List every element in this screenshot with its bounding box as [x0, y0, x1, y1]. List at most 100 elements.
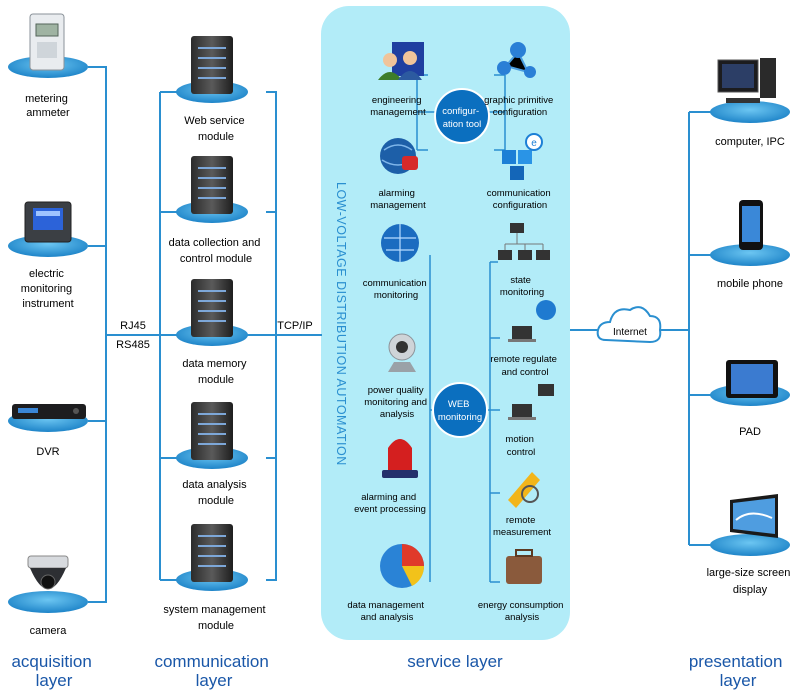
- svg-text:alarming and event pro: alarming and event processing: [354, 492, 426, 515]
- network-ie-icon: e: [502, 133, 543, 180]
- cloud-icon: [596, 306, 662, 344]
- module-data-memory: data memory module: [176, 279, 249, 386]
- screen-icon: [730, 494, 778, 538]
- siren-icon: [382, 439, 418, 478]
- communication-layer-label: communication layer: [154, 652, 273, 690]
- laptop-globe-icon: [508, 300, 556, 342]
- service-graphic-primitive-configuration: graphic primitive configuration: [484, 42, 556, 118]
- svg-text:data management and an: data management and analysis: [347, 600, 426, 623]
- internet-label: Internet: [613, 327, 647, 338]
- ruler-pencil-icon: [508, 472, 540, 508]
- globe-network-icon: [381, 224, 419, 262]
- molecule-icon: [497, 42, 536, 78]
- device-label: large-size screen display: [707, 567, 794, 596]
- server-icon: [191, 279, 233, 337]
- svg-text:alarming management: alarming management: [370, 188, 426, 211]
- web-monitoring-hub: WEB monitoring: [432, 382, 488, 438]
- service-alarming-event-processing: alarming and event processing: [354, 439, 426, 515]
- service-power-quality-monitoring: power quality monitoring and analysis: [364, 333, 430, 420]
- computer-icon: [717, 58, 776, 103]
- svg-text:energy consumption ana: energy consumption analysis: [478, 600, 566, 623]
- svg-text:power quality monitori: power quality monitoring and analysis: [364, 385, 430, 420]
- platform-pad: [8, 591, 88, 613]
- device-electric-monitoring-instrument: electric monitoring instrument: [8, 201, 88, 310]
- service-layer: LOW-VOLTAGE DISTRIBUTION AUTOMATION conf…: [334, 42, 566, 671]
- device-label: mobile phone: [717, 278, 783, 290]
- svg-text:e: e: [531, 138, 537, 149]
- service-engineering-management: engineering management: [370, 42, 426, 118]
- service-energy-consumption-analysis: energy consumption analysis: [478, 549, 566, 623]
- module-web-service: Web service module: [176, 36, 248, 143]
- service-motion-control: motion control: [505, 384, 554, 458]
- device-label: PAD: [739, 426, 761, 438]
- connection-lines: [88, 66, 712, 603]
- device-label: DVR: [36, 446, 59, 458]
- device-metering-ammeter: metering ammeter: [8, 13, 88, 119]
- device-dvr: DVR: [8, 404, 88, 458]
- people-icon: [378, 42, 424, 80]
- device-computer-ipc: computer, IPC: [710, 58, 790, 148]
- acquisition-layer: metering ammeter electric monitoring ins…: [8, 13, 96, 690]
- camera-icon: [27, 555, 69, 590]
- service-state-monitoring: state monitoring: [498, 223, 550, 298]
- rj45-label: RJ45: [120, 320, 146, 332]
- module-label: data analysis module: [182, 479, 249, 507]
- device-camera: camera: [8, 555, 88, 637]
- laptop-monitor-icon: [508, 384, 554, 420]
- service-remote-measurement: remote measurement: [493, 472, 551, 538]
- svg-text:engineering management: engineering management: [370, 95, 426, 118]
- briefcase-icon: [506, 549, 542, 584]
- service-data-management-analysis: data management and analysis: [347, 544, 426, 623]
- module-label: data memory module: [182, 358, 249, 386]
- acquisition-layer-label: acquisition layer: [11, 652, 96, 690]
- platform-pad: [710, 101, 790, 123]
- svg-text:communication monitori: communication monitoring: [363, 278, 430, 301]
- rs485-label: RS485: [116, 339, 150, 351]
- platform-pad: [710, 534, 790, 556]
- tablet-icon: [726, 360, 778, 398]
- device-mobile-phone: mobile phone: [710, 200, 790, 290]
- device-label: metering ammeter: [25, 93, 71, 119]
- phone-icon: [739, 200, 763, 250]
- dvr-icon: [12, 404, 86, 419]
- server-icon: [191, 156, 233, 214]
- server-icon: [191, 524, 233, 582]
- module-data-analysis: data analysis module: [176, 402, 249, 507]
- module-label: Web service module: [184, 115, 247, 143]
- internet-cloud: Internet: [596, 306, 662, 344]
- device-large-screen: large-size screen display: [707, 494, 794, 596]
- module-data-collection: data collection and control module: [169, 156, 264, 265]
- svg-text:remote measurement: remote measurement: [493, 515, 551, 538]
- vertical-title: LOW-VOLTAGE DISTRIBUTION AUTOMATION: [334, 182, 348, 466]
- globe-alarm-icon: [380, 138, 418, 174]
- svg-text:WEB monitoring: WEB monitoring: [438, 399, 482, 423]
- svg-text:remote regulate and co: remote regulate and control: [490, 354, 559, 378]
- service-layer-label: service layer: [407, 652, 503, 671]
- device-pad: PAD: [710, 360, 790, 438]
- service-alarming-management: alarming management: [370, 138, 426, 211]
- webcam-icon: [388, 333, 416, 372]
- pie-chart-icon: [380, 544, 425, 588]
- svg-text:state monitoring: state monitoring: [500, 275, 544, 298]
- server-icon: [191, 402, 233, 460]
- monitor-network-icon: [498, 223, 550, 260]
- service-communication-monitoring: communication monitoring: [363, 224, 430, 301]
- instrument-icon: [24, 201, 72, 243]
- svg-text:motion control: motion control: [505, 434, 536, 458]
- platform-pad: [710, 244, 790, 266]
- configuration-tool-hub: configur- ation tool: [434, 88, 490, 144]
- presentation-layer: computer, IPC mobile phone PAD: [689, 58, 794, 690]
- device-label: camera: [30, 625, 68, 637]
- communication-layer: Web service module data collection and c…: [154, 36, 273, 690]
- presentation-layer-label: presentation layer: [689, 652, 787, 690]
- module-system-management: system management module: [163, 524, 266, 632]
- svg-text:communication configur: communication configuration: [487, 188, 554, 211]
- svg-text:configur- ation tool: configur- ation tool: [442, 106, 482, 130]
- module-label: data collection and control module: [169, 237, 264, 265]
- service-remote-regulate-control: remote regulate and control: [490, 300, 559, 378]
- meter-icon: [29, 13, 65, 71]
- device-label: electric monitoring instrument: [21, 268, 75, 310]
- svg-text:graphic primitive conf: graphic primitive configuration: [484, 95, 556, 118]
- device-label: computer, IPC: [715, 136, 785, 148]
